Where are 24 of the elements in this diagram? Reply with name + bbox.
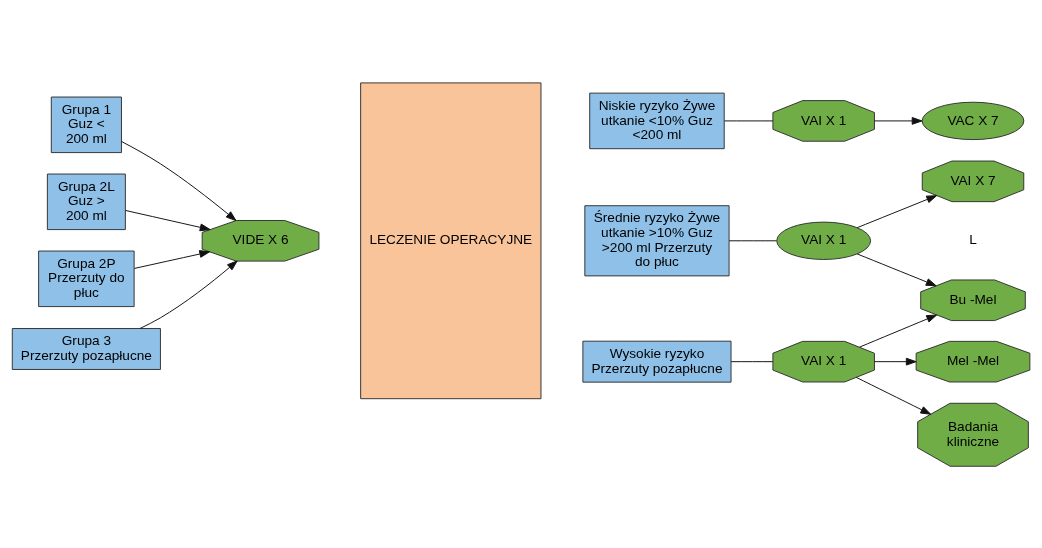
node-box: Grupa 3 Przerzuty pozapłucne [11, 327, 161, 370]
node-box: Grupa 1 Guz < 200 ml [50, 96, 122, 153]
arrow [125, 209, 211, 231]
arrow [121, 140, 237, 221]
arrow [855, 376, 932, 415]
node-box: Grupa 2L Guz > 200 ml [46, 173, 126, 230]
node-box: LECZENIE OPERACYJNE [360, 81, 542, 399]
node-box: Grupa 2P Przerzuty do płuc [38, 250, 135, 307]
arrow [133, 249, 211, 269]
label: L [969, 231, 977, 247]
node-box: Średnie ryzyko Żywe utkanie >10% Guz >200 ml Przerzuty do płuc [584, 204, 730, 276]
arrow [859, 314, 938, 348]
arrow [856, 253, 937, 286]
node-box: Niskie ryzyko Żywe utkanie <10% Guz <200 ml [589, 92, 725, 149]
arrow [139, 259, 238, 329]
node-ellipse: VAI X 1 [776, 221, 872, 260]
arrow [856, 194, 938, 228]
arrow [874, 357, 917, 366]
connector [724, 119, 774, 121]
connector [728, 239, 777, 241]
arrow [874, 116, 923, 125]
node-box: Wysokie ryzyko Przerzuty pozapłucne [582, 340, 732, 383]
node-ellipse: VAC X 7 [921, 101, 1025, 140]
connector [730, 360, 774, 362]
